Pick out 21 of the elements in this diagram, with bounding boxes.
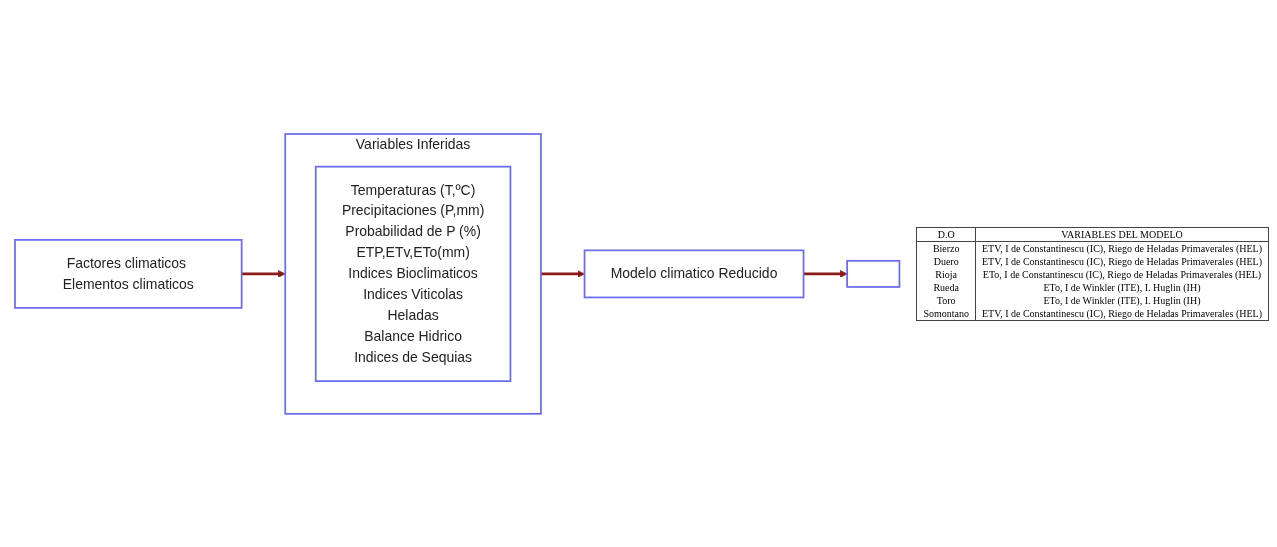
table-cell: ETV, I de Constantinescu (IC), Riego de Heladas Primaverales (HEL) [975,241,1269,255]
header-cell: VARIABLES DEL MODELO [975,227,1269,241]
arrow [540,269,585,278]
node-box [846,259,901,288]
header-cell: D.O [916,227,976,241]
table-cell: Toro [916,293,976,307]
node-box: Factores climaticos Elementos climaticos [14,238,243,309]
table-cell: ETo, I de Winkler (ITE), I. Huglin (IH) [975,280,1269,294]
table-cell: Rueda [916,280,976,294]
table-cell: Rioja [916,267,976,281]
arrow [241,269,286,278]
node-box: Modelo climatico Reducido [583,249,805,298]
table-cell: ETo, I de Winkler (ITE), I. Huglin (IH) [975,293,1269,307]
table-cell: ETV, I de Constantinescu (IC), Riego de Heladas Primaverales (HEL) [975,306,1269,320]
table-cell: ETo, I de Constantinescu (IC), Riego de Heladas Primaverales (HEL) [975,267,1269,281]
table-cell: Somontano [916,306,976,320]
arrow [803,269,848,278]
table-cell: ETV, I de Constantinescu (IC), Riego de Heladas Primaverales (HEL) [975,254,1269,268]
node-box: Temperaturas (T,ºC) Precipitaciones (P,mm) Probabilidad de P (%) ETP,ETv,ETo(mm) Indices Bioclimaticos Indices Viticolas Heladas Balance Hidrico Indices de Sequias [314,165,512,382]
table-cell: Duero [916,254,976,268]
table-cell: Bierzo [916,241,976,255]
